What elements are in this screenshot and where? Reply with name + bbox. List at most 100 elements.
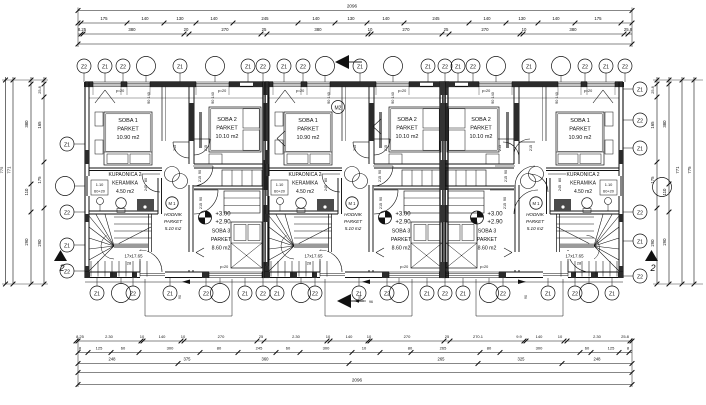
svg-text:130: 130 [176, 16, 184, 21]
svg-text:M 1: M 1 [533, 201, 541, 206]
svg-text:SOBA 2: SOBA 2 [217, 117, 237, 123]
svg-text:p=20: p=20 [116, 89, 125, 93]
svg-text:Z2: Z2 [582, 64, 588, 70]
svg-text:HODNIK: HODNIK [526, 212, 545, 217]
svg-text:Z1: Z1 [637, 239, 643, 245]
svg-text:8: 8 [79, 346, 82, 351]
svg-text:Z2: Z2 [260, 291, 266, 297]
svg-text:245: 245 [261, 16, 269, 21]
svg-text:60: 60 [585, 346, 590, 351]
svg-text:+3.00: +3.00 [215, 212, 231, 218]
svg-text:140: 140 [312, 16, 320, 21]
svg-text:110: 110 [662, 188, 667, 195]
svg-text:60: 60 [121, 346, 126, 351]
svg-text:PARKET: PARKET [470, 126, 492, 132]
svg-text:Z2: Z2 [81, 64, 87, 70]
svg-text:270: 270 [402, 27, 410, 32]
svg-text:Z2: Z2 [312, 291, 318, 297]
svg-text:Z2: Z2 [470, 64, 476, 70]
svg-text:Z1: Z1 [274, 291, 280, 297]
svg-text:300: 300 [536, 346, 543, 351]
svg-text:290: 290 [662, 238, 667, 246]
svg-text:140: 140 [210, 16, 218, 21]
svg-text:265: 265 [438, 357, 446, 362]
svg-text:KUPAONICA 2: KUPAONICA 2 [289, 172, 322, 178]
svg-text:8.60 m2: 8.60 m2 [392, 246, 411, 252]
svg-text:9.9: 9.9 [516, 334, 522, 339]
svg-text:PARKET: PARKET [344, 219, 363, 224]
svg-text:360: 360 [262, 357, 270, 362]
svg-text:+2.90: +2.90 [215, 220, 231, 226]
svg-text:10.10 m2: 10.10 m2 [396, 134, 419, 140]
svg-text:325: 325 [518, 357, 526, 362]
svg-text:2.30: 2.30 [292, 334, 301, 339]
svg-text:248: 248 [594, 357, 602, 362]
svg-text:130: 130 [347, 16, 355, 21]
svg-text:Z2: Z2 [120, 64, 126, 70]
svg-text:PARKET: PARKET [297, 127, 319, 133]
svg-text:380: 380 [314, 27, 322, 32]
svg-text:4.50 m2: 4.50 m2 [296, 189, 314, 195]
svg-text:Z2: Z2 [130, 291, 136, 297]
svg-text:Z1: Z1 [545, 291, 551, 297]
svg-text:SOBA 3: SOBA 3 [478, 229, 497, 235]
svg-text:KERAMIKA: KERAMIKA [292, 181, 319, 187]
svg-text:270: 270 [481, 27, 489, 32]
svg-text:2: 2 [58, 263, 64, 273]
svg-text:PARKET: PARKET [526, 219, 545, 224]
svg-text:215: 215 [199, 203, 203, 209]
svg-text:M 1: M 1 [349, 201, 357, 206]
svg-text:2096: 2096 [347, 4, 358, 9]
svg-text:300: 300 [323, 346, 330, 351]
svg-text:Z2: Z2 [637, 274, 643, 280]
svg-text:KUPAONICA 2: KUPAONICA 2 [567, 172, 600, 178]
svg-text:17x17.65: 17x17.65 [565, 254, 584, 259]
svg-text:M2: M2 [335, 105, 342, 111]
svg-text:Z2: Z2 [637, 118, 643, 124]
svg-text:90 140: 90 140 [327, 92, 331, 104]
svg-text:270: 270 [218, 334, 225, 339]
svg-text:245: 245 [432, 16, 440, 21]
svg-text:Z2: Z2 [442, 64, 448, 70]
svg-text:M 1: M 1 [169, 201, 177, 206]
svg-text:KERAMIKA: KERAMIKA [112, 181, 139, 187]
svg-text:140: 140 [483, 16, 491, 21]
svg-text:25: 25 [445, 334, 450, 339]
svg-text:Z2: Z2 [572, 291, 578, 297]
svg-text:2.30: 2.30 [593, 334, 602, 339]
svg-text:265: 265 [440, 346, 447, 351]
svg-text:Z2: Z2 [500, 291, 506, 297]
svg-text:175: 175 [650, 176, 655, 184]
svg-text:60: 60 [286, 346, 291, 351]
svg-text:215: 215 [198, 176, 202, 182]
svg-text:10.90 m2: 10.90 m2 [297, 135, 320, 141]
svg-text:60+20: 60+20 [94, 189, 106, 194]
svg-text:p=20: p=20 [398, 89, 407, 93]
svg-text:90 140: 90 140 [391, 92, 395, 104]
svg-text:+3.00: +3.00 [487, 212, 503, 218]
svg-text:Z2: Z2 [260, 64, 266, 70]
svg-text:5.10 m2: 5.10 m2 [165, 226, 182, 231]
svg-text:Z1: Z1 [526, 64, 532, 70]
svg-text:10: 10 [140, 334, 145, 339]
svg-text:60+20: 60+20 [603, 189, 615, 194]
svg-text:10: 10 [362, 346, 367, 351]
svg-text:380: 380 [128, 27, 136, 32]
svg-text:p=20: p=20 [218, 89, 227, 93]
svg-text:90 140: 90 140 [147, 92, 151, 104]
svg-text:PARKET: PARKET [569, 127, 591, 133]
svg-text:245: 245 [256, 346, 263, 351]
svg-text:25.8: 25.8 [651, 86, 655, 93]
svg-text:Z2: Z2 [64, 269, 70, 275]
svg-text:380: 380 [662, 120, 667, 128]
svg-text:4.50 m2: 4.50 m2 [116, 189, 134, 195]
svg-text:775: 775 [687, 166, 692, 174]
svg-text:375: 375 [184, 357, 192, 362]
svg-text:10: 10 [326, 334, 331, 339]
svg-text:110: 110 [24, 188, 29, 195]
svg-text:Z1: Z1 [609, 291, 615, 297]
svg-text:p=20: p=20 [400, 265, 409, 269]
svg-text:125: 125 [608, 346, 615, 351]
svg-text:90 140: 90 140 [491, 92, 495, 104]
svg-text:p=20: p=20 [220, 265, 229, 269]
